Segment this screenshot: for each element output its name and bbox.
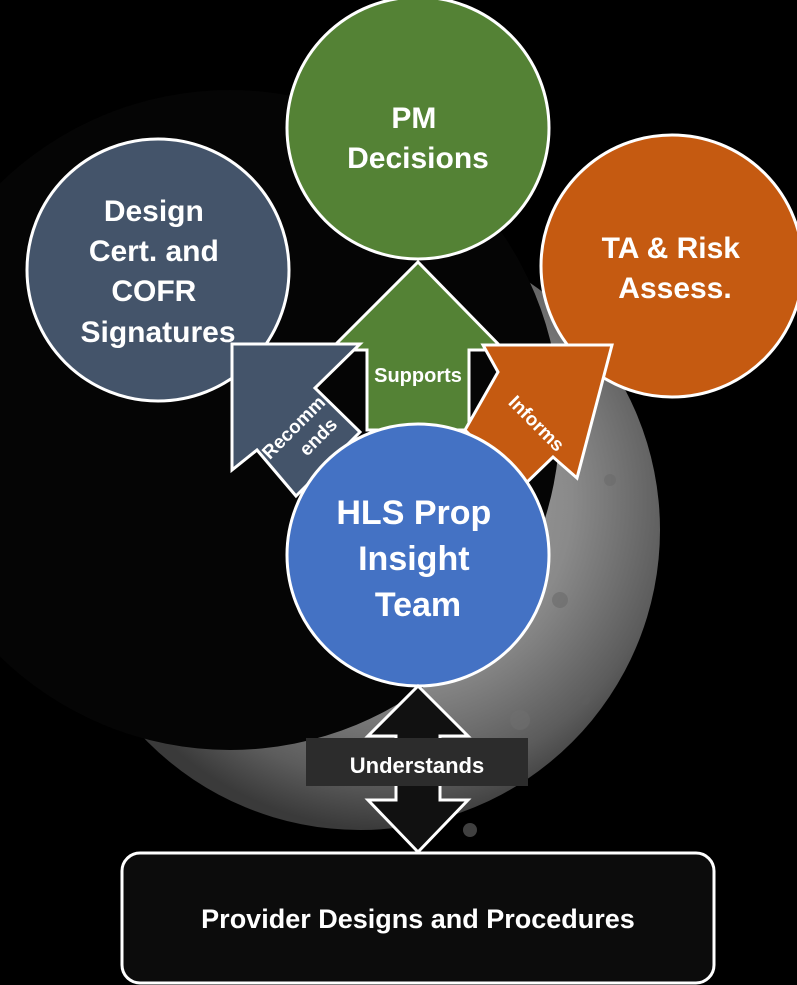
pm-decisions-label: PM Decisions xyxy=(347,102,489,175)
design-cert-node: Design Cert. and COFR Signatures xyxy=(25,137,291,403)
supports-arrow: Supports xyxy=(326,259,508,432)
provider-label: Provider Designs and Procedures xyxy=(201,904,635,934)
provider-box: Provider Designs and Procedures xyxy=(120,851,716,985)
understands-label: Understands xyxy=(350,753,484,778)
pm-decisions-node: PM Decisions xyxy=(285,0,551,261)
informs-arrow: Informs xyxy=(463,343,614,490)
understands-arrow: Understands xyxy=(306,683,528,855)
supports-label: Supports xyxy=(374,365,462,387)
hls-team-label: HLS Prop Insight Team xyxy=(336,494,499,624)
design-cert-label: Design Cert. and COFR Signatures xyxy=(80,195,235,349)
ta-risk-node: TA & Risk Assess. xyxy=(539,133,797,399)
ta-risk-label: TA & Risk Assess. xyxy=(602,232,749,305)
hls-team-node: HLS Prop Insight Team xyxy=(285,422,551,688)
